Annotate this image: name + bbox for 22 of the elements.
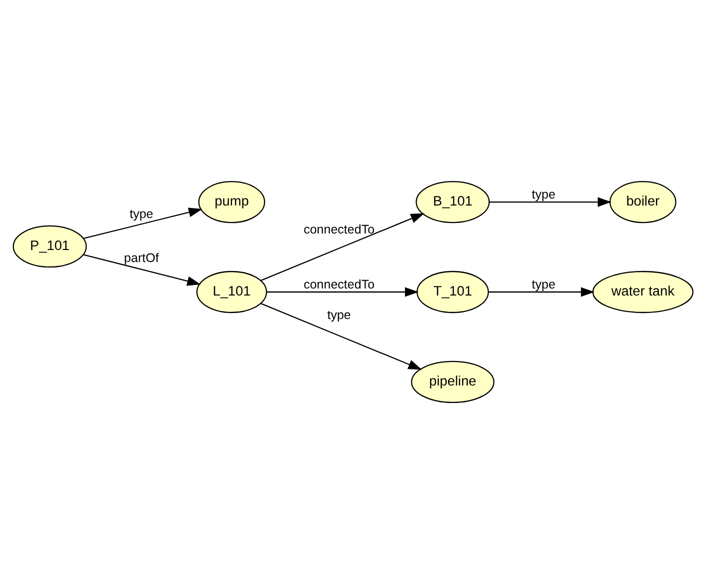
- edge-label: type: [532, 276, 556, 291]
- node-ellipse: boiler: [609, 180, 676, 223]
- node-ellipse: B_101: [416, 180, 490, 223]
- node-ellipse: pipeline: [411, 360, 494, 403]
- node-ellipse: pump: [198, 180, 266, 223]
- arrow: [83, 254, 201, 286]
- edge-label: type: [327, 308, 351, 322]
- edge-label: type: [130, 206, 154, 220]
- arrow: [489, 196, 612, 206]
- edge-label: partOf: [124, 250, 159, 265]
- node-ellipse: L_101: [196, 270, 268, 313]
- node-ellipse: T_101: [416, 270, 489, 313]
- arrow: [488, 286, 595, 296]
- edge-label: connectedTo: [304, 222, 375, 236]
- arrow: [83, 207, 202, 238]
- arrow: [267, 286, 419, 296]
- node-ellipse: water tank: [592, 270, 694, 313]
- arrow: [260, 302, 422, 370]
- edge-label: connectedTo: [304, 276, 375, 291]
- edge-label: type: [532, 186, 556, 201]
- arrow: [260, 212, 424, 280]
- node-ellipse: P_101: [12, 224, 87, 268]
